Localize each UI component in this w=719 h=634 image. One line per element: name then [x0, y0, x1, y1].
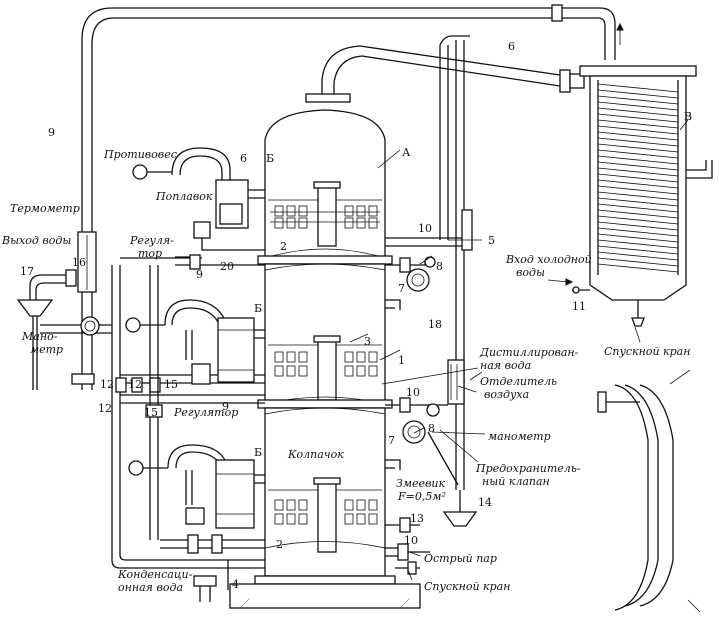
label-coil-1: Змеевик	[396, 477, 445, 490]
label-live-steam: Острый пар	[424, 552, 497, 565]
column-middle-section	[257, 263, 393, 409]
label-safety-valve-1: Предохранитель-	[475, 462, 581, 475]
bubble-caps-lower	[274, 499, 378, 525]
callout-14: 14	[478, 496, 492, 509]
vapor-pipe	[305, 45, 585, 103]
label-cold-water-inlet-2: воды	[516, 266, 545, 279]
label-cold-water-inlet-1: Вход холодной	[505, 253, 592, 266]
float-chamber-middle	[125, 299, 265, 385]
label-counterweight: Противовес	[103, 148, 177, 161]
label-regulator-top-2: тор	[138, 247, 162, 260]
label-drain-cock-right: Спускной кран	[604, 345, 690, 358]
label-coil-2: F=0,5м²	[397, 490, 446, 503]
callout-1: 1	[398, 354, 405, 367]
detail-section-view	[597, 369, 701, 613]
label-manometer-right: манометр	[488, 430, 551, 443]
callout-B-top: Б	[266, 152, 274, 165]
callout-18: 18	[428, 318, 442, 331]
label-air-separator-2: воздуха	[484, 388, 529, 401]
callout-12b: 12	[128, 378, 142, 391]
label-air-separator-1: Отделитель	[480, 375, 557, 388]
callout-4: 4	[232, 578, 239, 591]
float-chamber-upper	[120, 147, 265, 270]
text-labels: Противовес Поплавок Термометр Выход воды…	[1, 148, 690, 594]
callout-9b: 9	[196, 268, 203, 281]
label-manometer-left-2: метр	[30, 343, 63, 356]
label-distilled-water-2: ная вода	[480, 359, 531, 372]
callout-8b: 8	[428, 422, 435, 435]
leader-lines	[349, 119, 689, 581]
callout-17: 17	[20, 265, 34, 278]
callout-7a: 7	[398, 282, 405, 295]
top-return-pipe	[81, 4, 624, 215]
callout-10a: 10	[418, 222, 432, 235]
label-regulator-top-1: Регуля-	[129, 234, 174, 247]
callout-2a: 2	[280, 240, 287, 253]
callout-12a: 12	[100, 378, 114, 391]
callout-B-mid: Б	[254, 302, 262, 315]
label-water-outlet: Выход воды	[1, 234, 71, 247]
callout-12c: 12	[98, 402, 112, 415]
label-regulator-mid: Регулятор	[173, 406, 238, 419]
bubble-caps-upper	[274, 205, 378, 229]
callout-V: В	[684, 110, 692, 123]
bubble-caps-middle	[274, 351, 378, 377]
number-callouts: 1 2 2 3 4 5 6 6 7 7 8 8 9 9 9 10 10 10 1…	[20, 40, 692, 591]
label-float: Поплавок	[155, 190, 213, 203]
right-piping	[385, 35, 478, 575]
callout-15b: 15	[144, 406, 158, 419]
label-condensate-2: онная вода	[118, 581, 183, 594]
callout-9c: 9	[222, 400, 229, 413]
callout-6a: 6	[240, 152, 247, 165]
callout-9a: 9	[48, 126, 55, 139]
callout-A: А	[402, 146, 411, 159]
label-condensate-1: Конденсаци-	[117, 568, 193, 581]
label-drain-cock-bottom: Спускной кран	[424, 580, 510, 593]
callout-13: 13	[410, 512, 424, 525]
float-chamber-lower	[128, 444, 265, 602]
callout-15a: 15	[164, 378, 178, 391]
callout-3: 3	[364, 335, 371, 348]
callout-11: 11	[572, 300, 586, 313]
callout-2b: 2	[276, 538, 283, 551]
callout-B-low: Б	[254, 446, 262, 459]
label-bubble-cap: Колпачок	[287, 448, 344, 461]
callout-5: 5	[488, 234, 495, 247]
label-manometer-left-1: Мано-	[21, 330, 58, 343]
callout-10c: 10	[404, 534, 418, 547]
label-thermometer: Термометр	[10, 202, 80, 215]
label-safety-valve-2: ный клапан	[482, 475, 550, 488]
callout-8a: 8	[436, 260, 443, 273]
column-upper-section	[257, 109, 393, 265]
column-lower-section	[229, 407, 421, 609]
callout-10b: 10	[406, 386, 420, 399]
callout-16: 16	[72, 256, 86, 269]
callout-20: 20	[220, 260, 234, 273]
callout-7b: 7	[388, 434, 395, 447]
callout-6b: 6	[508, 40, 515, 53]
label-distilled-water-1: Дистиллирован-	[479, 346, 579, 359]
condenser	[547, 65, 713, 327]
condenser-coil	[597, 80, 679, 275]
